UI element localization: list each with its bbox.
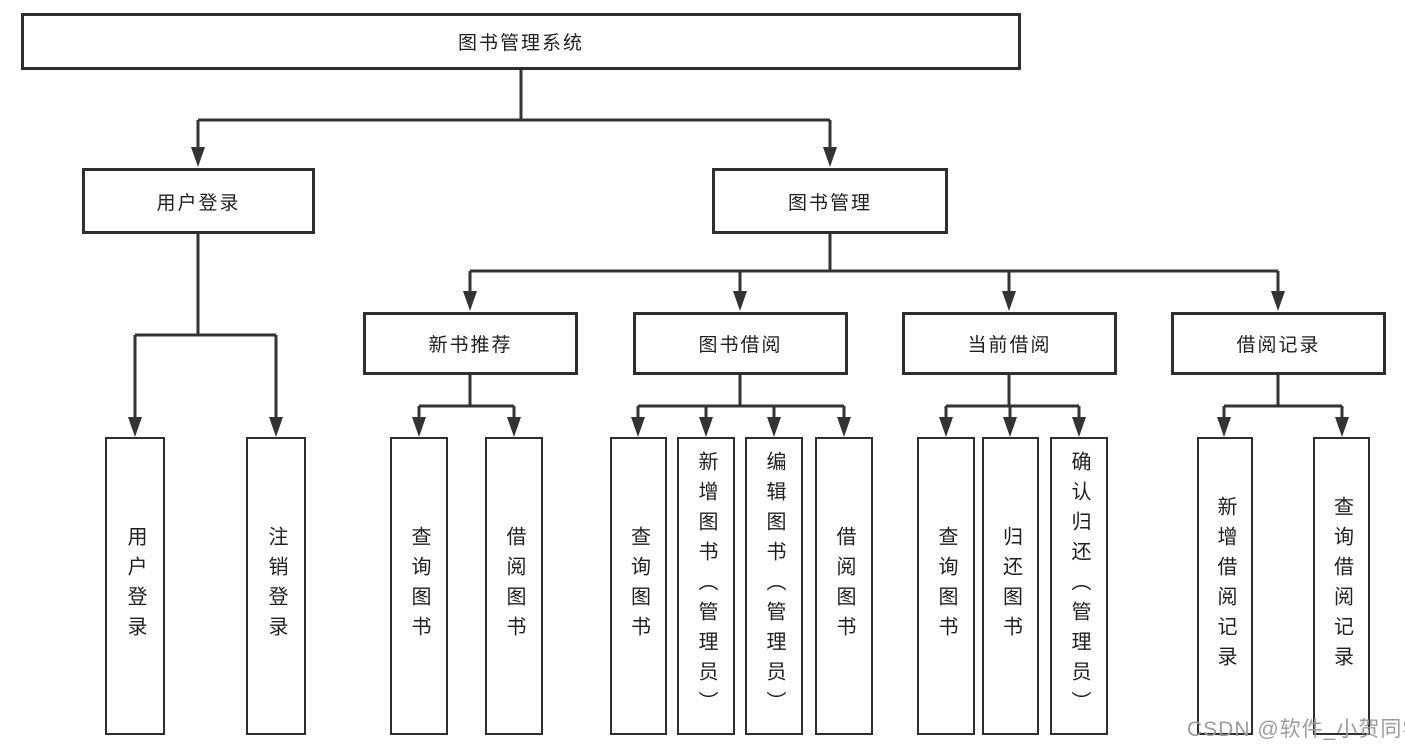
node-label: 注销登录 — [265, 526, 287, 646]
node-library-system: 图书管理系统 — [21, 13, 1021, 70]
watermark: CSDN @软件_小贺同学 — [1187, 718, 1405, 741]
node-label: 新增图书（管理员） — [695, 451, 717, 721]
node-label: 新书推荐 — [428, 335, 513, 356]
node-book-management: 图书管理 — [712, 168, 948, 234]
leaf-return-books: 归还图书 — [982, 437, 1039, 735]
node-label: 借阅图书 — [833, 526, 855, 646]
leaf-query-borrow-record: 查询借阅记录 — [1313, 437, 1370, 735]
leaf-logout: 注销登录 — [246, 437, 306, 735]
node-label: 用户登录 — [124, 526, 146, 646]
leaf-borrow-books: 借阅图书 — [815, 437, 873, 735]
leaf-add-books-admin: 新增图书（管理员） — [677, 437, 735, 735]
node-label: 图书借阅 — [698, 335, 783, 356]
node-label: 借阅记录 — [1236, 335, 1321, 356]
node-label: 归还图书 — [999, 526, 1022, 646]
node-current-borrow: 当前借阅 — [902, 312, 1117, 375]
node-user-login: 用户登录 — [82, 168, 315, 234]
node-label: 编辑图书（管理员） — [763, 451, 785, 721]
node-label: 查询借阅记录 — [1330, 496, 1353, 676]
node-label: 借阅图书 — [503, 526, 525, 646]
node-label: 查询图书 — [408, 526, 430, 646]
leaf-confirm-return-admin: 确认归还（管理员） — [1050, 437, 1108, 735]
node-label: 查询图书 — [935, 526, 957, 646]
leaf-query-books-recommend: 查询图书 — [390, 437, 448, 735]
node-label: 图书管理 — [787, 192, 872, 214]
node-label: 图书管理系统 — [457, 33, 584, 54]
leaf-borrow-books-recommend: 借阅图书 — [485, 437, 543, 735]
leaf-query-books-current: 查询图书 — [917, 437, 975, 735]
node-label: 查询图书 — [627, 526, 650, 646]
node-label: 用户登录 — [156, 192, 241, 214]
node-borrow-records: 借阅记录 — [1171, 312, 1386, 375]
node-new-book-recommend: 新书推荐 — [363, 312, 578, 375]
leaf-edit-books-admin: 编辑图书（管理员） — [745, 437, 803, 735]
node-label: 新增借阅记录 — [1214, 496, 1236, 676]
node-label: 确认归还（管理员） — [1068, 451, 1090, 721]
node-book-borrow: 图书借阅 — [633, 312, 848, 375]
node-label: 当前借阅 — [967, 335, 1052, 356]
leaf-query-books-borrow: 查询图书 — [610, 437, 667, 735]
leaf-add-borrow-record: 新增借阅记录 — [1197, 437, 1253, 735]
leaf-user-login: 用户登录 — [105, 437, 165, 735]
